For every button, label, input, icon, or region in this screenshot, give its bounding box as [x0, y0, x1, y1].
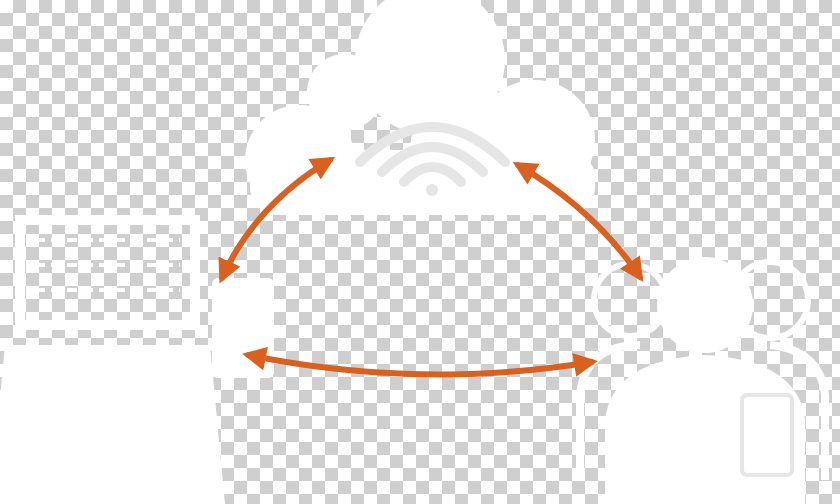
wifi-icon	[355, 122, 510, 196]
user-head-icon	[657, 257, 753, 353]
tablet-icon	[740, 393, 794, 477]
arrow-cloud-users	[512, 161, 644, 282]
arrow-cloud-devices	[218, 156, 336, 284]
phone-icon	[212, 278, 274, 378]
connection-arrows	[218, 156, 644, 378]
arrow-devices-users	[242, 346, 598, 378]
users-group-icon	[576, 257, 829, 504]
wifi-cloud-icon	[245, 0, 595, 215]
user-body-icon	[605, 355, 805, 504]
